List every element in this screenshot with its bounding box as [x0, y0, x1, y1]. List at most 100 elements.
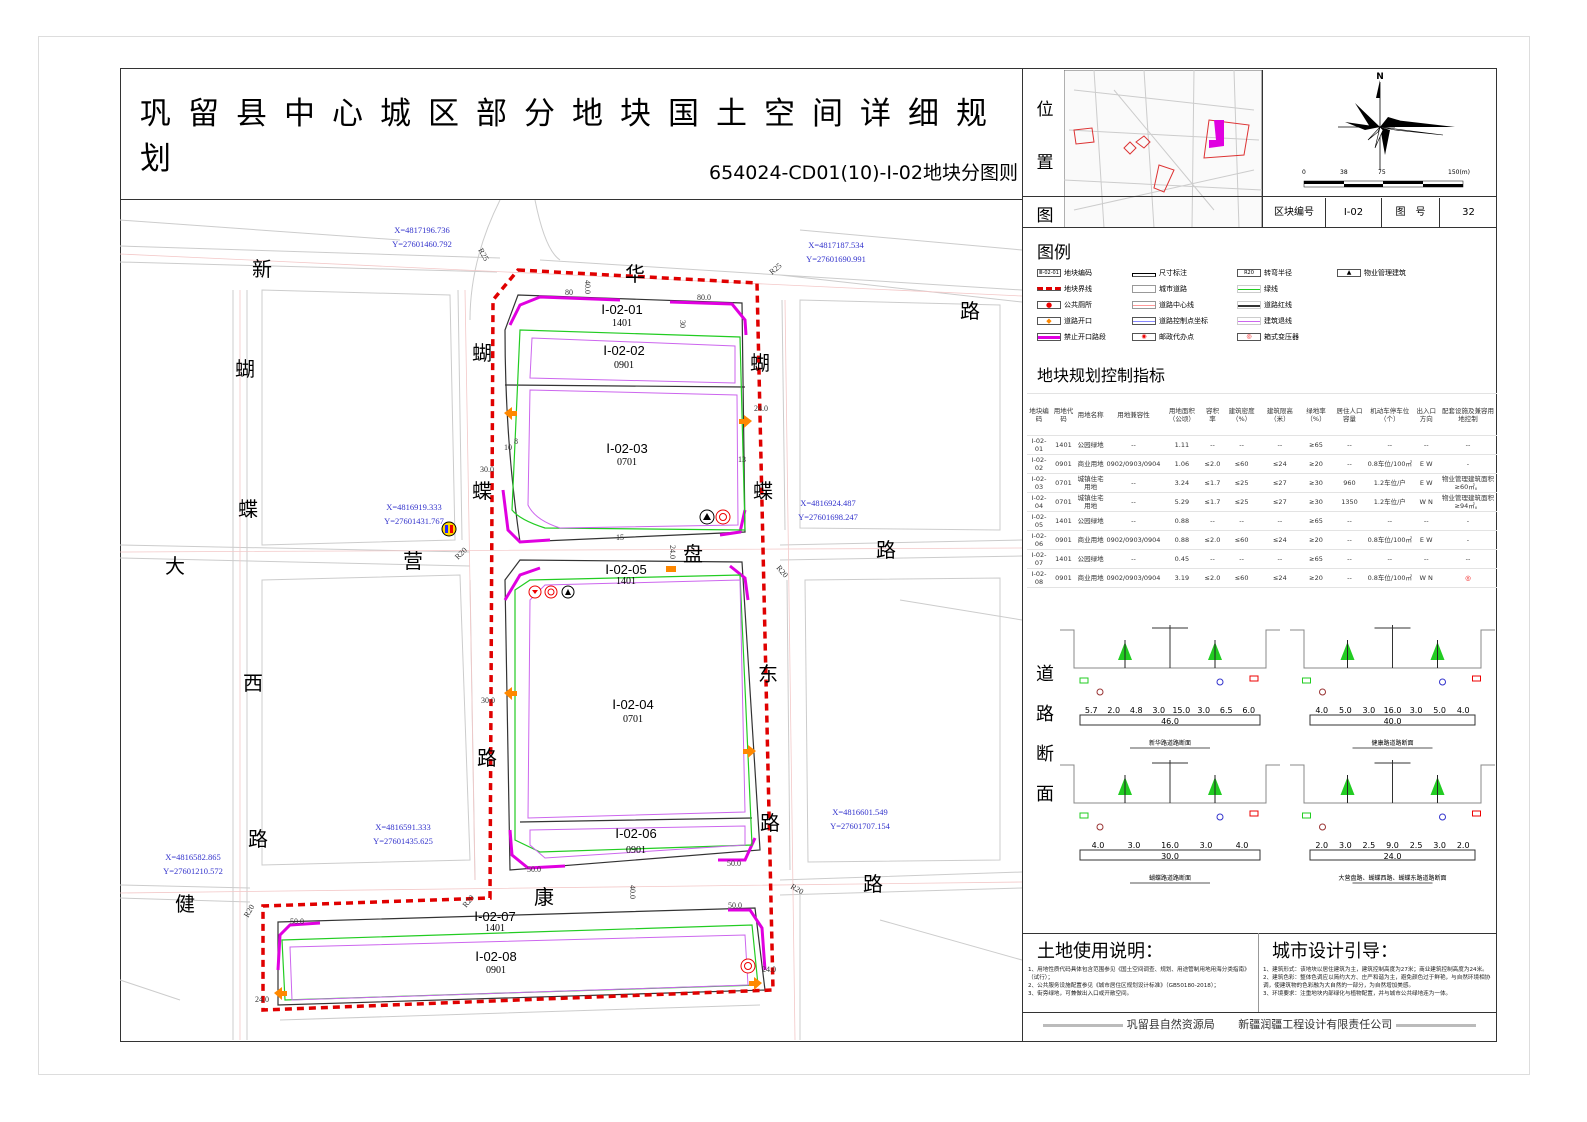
svg-text:50.0: 50.0 [527, 865, 541, 874]
legend-item-block-boundary: 地块界线 [1037, 284, 1092, 294]
table-cell: ≤60 [1222, 530, 1261, 550]
facility-icons [441, 509, 756, 974]
section-dimension: 3.0 [1152, 706, 1165, 715]
road-opening-icon [749, 977, 762, 990]
block-code-icon: Ⅲ-02-01 [1037, 269, 1061, 277]
table-cell: -- [1332, 568, 1367, 588]
table-cell: -- [1105, 473, 1162, 493]
divider [1258, 933, 1259, 1013]
road-opening-icon [504, 407, 517, 420]
section-total-width: 24.0 [1384, 852, 1402, 861]
table-cell: ≤24 [1260, 530, 1300, 550]
table-cell: ≥65 [1299, 511, 1333, 531]
north-arrow-compass: N 0 38 75 150(m) [1302, 72, 1470, 188]
legend-item-control-point: 道路控制点坐标 [1132, 316, 1208, 326]
table-cell: ≤2.0 [1202, 454, 1223, 474]
table-cell: ≤24 [1260, 454, 1300, 474]
road-centerline-icon [1132, 301, 1156, 309]
section-dimension: 16.0 [1384, 706, 1402, 715]
section-dimension: 3.0 [1339, 841, 1352, 850]
turn-radius-icon: R20 [1237, 269, 1261, 277]
table-cell: -- [1260, 511, 1300, 531]
block-code: Ⅰ-02-08 [475, 949, 516, 964]
table-cell: Ⅰ-02-07 [1027, 549, 1052, 569]
table-cell: 商业用地 [1075, 530, 1106, 550]
section-title: 蝴蝶路道路断面 [1149, 874, 1191, 882]
block-use-code: 1401 [485, 923, 505, 934]
table-cell: ≤2.0 [1202, 530, 1223, 550]
table-cell: 0.8车位/100㎡ [1366, 454, 1414, 474]
svg-text:X=4817187.534: X=4817187.534 [808, 240, 864, 250]
section-dimension: 2.0 [1315, 841, 1328, 850]
legend-label: 箱式变压器 [1264, 333, 1299, 341]
road-name: 盘 [683, 542, 703, 566]
legend-label: 建筑退线 [1264, 317, 1292, 325]
svg-text:R20: R20 [774, 564, 789, 580]
public-toilet-icon [441, 521, 457, 537]
scale-bar [1303, 180, 1464, 188]
road-opening-icon [504, 687, 517, 700]
table-cell: E W [1413, 454, 1439, 474]
block-code: Ⅰ-02-05 [605, 562, 646, 577]
table-cell: 1.06 [1161, 454, 1203, 474]
table-cell: ≤1.7 [1202, 492, 1223, 512]
section-title: 健康路道路断面 [1371, 739, 1413, 747]
block-code: Ⅰ-02-01 [601, 302, 642, 317]
table-cell: ◎ [1438, 568, 1497, 588]
table-cell: -- [1332, 435, 1367, 455]
road-opening-icon: ◆ [1037, 317, 1061, 325]
section-total-width: 46.0 [1161, 717, 1179, 726]
table-cell: E W [1413, 473, 1439, 493]
tree-icon [1430, 775, 1445, 803]
section-dimension: 4.0 [1092, 841, 1105, 850]
svg-text:24.0: 24.0 [668, 545, 677, 559]
section-dimension: 9.0 [1386, 841, 1399, 850]
svg-text:Y=27601707.154: Y=27601707.154 [830, 821, 891, 831]
svg-text:8: 8 [514, 437, 518, 446]
table-cell: -- [1332, 530, 1367, 550]
table-cell: 1.2车位/户 [1366, 492, 1414, 512]
table-cell: 0902/0903/0904 [1105, 530, 1162, 550]
block-use-code: 1401 [612, 318, 632, 329]
divider [1022, 68, 1023, 1042]
svg-text:X=4816582.865: X=4816582.865 [165, 852, 221, 862]
svg-text:R20: R20 [461, 893, 476, 909]
dimension-icon [1132, 273, 1156, 277]
svg-text:40.0: 40.0 [628, 885, 637, 899]
table-cell: ≥30 [1299, 492, 1333, 512]
table-cell: -- [1332, 454, 1367, 474]
table-cell: W N [1413, 568, 1439, 588]
table-cell: ≤25 [1222, 473, 1261, 493]
legend-label: 地块界线 [1064, 285, 1092, 293]
table-cell: 1350 [1332, 492, 1367, 512]
legend-item-box-transformer: ◎箱式变压器 [1237, 332, 1299, 342]
table-cell: ≤27 [1260, 492, 1300, 512]
divider [1262, 70, 1263, 228]
table-cell: ≤60 [1222, 568, 1261, 588]
svg-text:80: 80 [565, 288, 573, 297]
table-cell: 物业管理建筑面积≥94㎡。 [1438, 492, 1497, 512]
block-boundary [261, 268, 775, 1012]
legend-label: 道路开口 [1064, 317, 1092, 325]
table-cell: -- [1222, 511, 1261, 531]
road-name: 新 [252, 257, 272, 281]
legend-label: 转弯半径 [1264, 269, 1292, 277]
svg-text:40.0: 40.0 [583, 280, 592, 294]
table-cell: Ⅰ-02-04 [1027, 492, 1052, 512]
table-cell: ≥20 [1299, 454, 1333, 474]
table-cell: - [1438, 454, 1497, 474]
table-cell: 3.19 [1161, 568, 1203, 588]
table-header: 用地兼容性 [1105, 393, 1162, 436]
table-cell: 1401 [1051, 511, 1076, 531]
table-cell: -- [1260, 549, 1300, 569]
table-cell: 1401 [1051, 435, 1076, 455]
road-name: 蝶 [238, 497, 258, 521]
tree-icon [1340, 640, 1355, 668]
